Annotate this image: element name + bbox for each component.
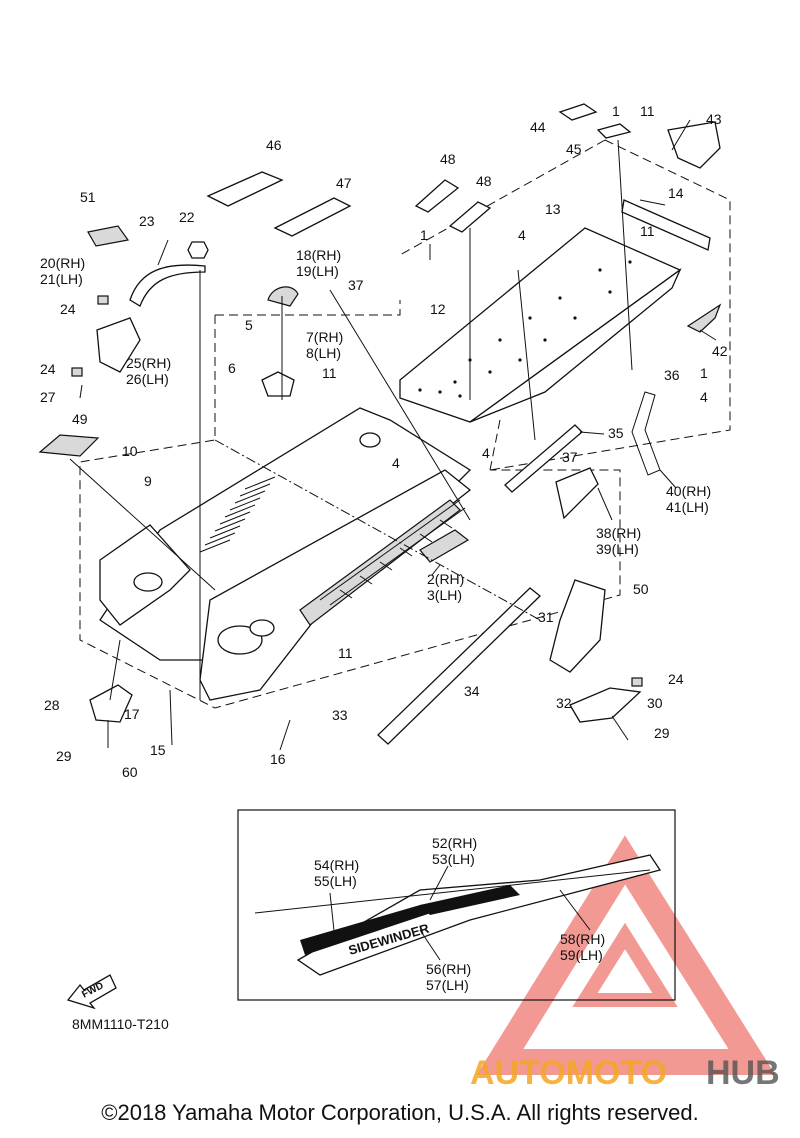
small-parts: [38, 103, 722, 723]
callout-37a: 37: [348, 277, 364, 293]
callout-55: 55(LH): [314, 873, 357, 889]
callout-33: 33: [332, 707, 348, 723]
callout-24c: 24: [668, 671, 684, 687]
callout-24a: 24: [60, 301, 76, 317]
callout-8: 8(LH): [306, 345, 341, 361]
callout-11a: 11: [640, 103, 655, 119]
callout-49: 49: [72, 411, 88, 427]
chassis-frame: [99, 407, 472, 701]
callout-39: 39(LH): [596, 541, 639, 557]
callout-24b: 24: [40, 361, 56, 377]
callout-52: 52(RH): [432, 835, 477, 851]
callout-29b: 29: [654, 725, 670, 741]
callout-13: 13: [545, 201, 561, 217]
callout-12: 12: [430, 301, 446, 317]
callout-4d: 4: [392, 455, 400, 471]
callout-20: 20(RH): [40, 255, 85, 271]
callout-4b: 4: [700, 389, 708, 405]
callout-11b: 11: [640, 223, 655, 239]
callout-38: 38(RH): [596, 525, 641, 541]
callout-51: 51: [80, 189, 96, 205]
callout-42: 42: [712, 343, 728, 359]
callout-40: 40(RH): [666, 483, 711, 499]
tunnel-top-plate: [399, 227, 682, 423]
svg-text:HUB: HUB: [706, 1054, 780, 1092]
callout-53: 53(LH): [432, 851, 475, 867]
watermark-text: AUTOMOTO HUB: [470, 1054, 780, 1092]
callout-37b: 37: [562, 449, 578, 465]
callout-36: 36: [664, 367, 680, 383]
callout-5: 5: [245, 317, 253, 333]
callout-19: 19(LH): [296, 263, 339, 279]
callout-47: 47: [336, 175, 352, 191]
callout-29a: 29: [56, 748, 72, 764]
callout-10: 10: [122, 443, 138, 459]
callout-4a: 4: [518, 227, 526, 243]
callout-28: 28: [44, 697, 60, 713]
callout-41: 41(LH): [666, 499, 709, 515]
callout-22: 22: [179, 209, 195, 225]
copyright-notice: ©2018 Yamaha Motor Corporation, U.S.A. A…: [101, 1100, 699, 1125]
callout-48a: 48: [440, 151, 456, 167]
callout-2: 2(RH): [427, 571, 464, 587]
callout-57: 57(LH): [426, 977, 469, 993]
callout-7: 7(RH): [306, 329, 343, 345]
callout-4c: 4: [482, 445, 490, 461]
leader-lines: [69, 119, 717, 751]
callout-56: 56(RH): [426, 961, 471, 977]
callout-21: 21(LH): [40, 271, 83, 287]
callout-48b: 48: [476, 173, 492, 189]
callout-26: 26(LH): [126, 371, 169, 387]
callout-23: 23: [139, 213, 155, 229]
callout-9: 9: [144, 473, 152, 489]
callout-46: 46: [266, 137, 282, 153]
callout-15: 15: [150, 742, 166, 758]
callout-31: 31: [538, 609, 554, 625]
callout-58: 58(RH): [560, 931, 605, 947]
callout-25: 25(RH): [126, 355, 171, 371]
callout-32: 32: [556, 695, 572, 711]
decal-inset: SIDEWINDER: [237, 809, 676, 1001]
callout-1-mid: 1: [420, 227, 428, 243]
callout-1-right: 1: [700, 365, 708, 381]
callout-6: 6: [228, 360, 236, 376]
callout-43: 43: [706, 111, 722, 127]
callout-50: 50: [633, 581, 649, 597]
callout-11d: 11: [338, 645, 353, 661]
group-outlines: [79, 139, 731, 709]
rail-34: [377, 587, 541, 745]
callout-44: 44: [530, 119, 546, 135]
callout-labels: 46 47 48 48 44 45 1 11 43 14 13 11 4 1 5…: [40, 103, 728, 993]
callout-35: 35: [608, 425, 624, 441]
callout-34: 34: [464, 683, 480, 699]
callout-27: 27: [40, 389, 56, 405]
callout-60: 60: [122, 764, 138, 780]
callout-3: 3(LH): [427, 587, 462, 603]
callout-11c: 11: [322, 365, 337, 381]
callout-17: 17: [124, 706, 140, 722]
callout-18: 18(RH): [296, 247, 341, 263]
callout-30: 30: [647, 695, 663, 711]
callout-45: 45: [566, 141, 582, 157]
callout-59: 59(LH): [560, 947, 603, 963]
svg-text:AUTOMOTO: AUTOMOTO: [470, 1054, 667, 1092]
diagram-code: 8MM1110-T210: [72, 1016, 169, 1032]
callout-14: 14: [668, 185, 684, 201]
callout-16: 16: [270, 751, 286, 767]
callout-1-top: 1: [612, 103, 620, 119]
callout-54: 54(RH): [314, 857, 359, 873]
fwd-arrow-icon: FWD: [66, 974, 117, 1010]
